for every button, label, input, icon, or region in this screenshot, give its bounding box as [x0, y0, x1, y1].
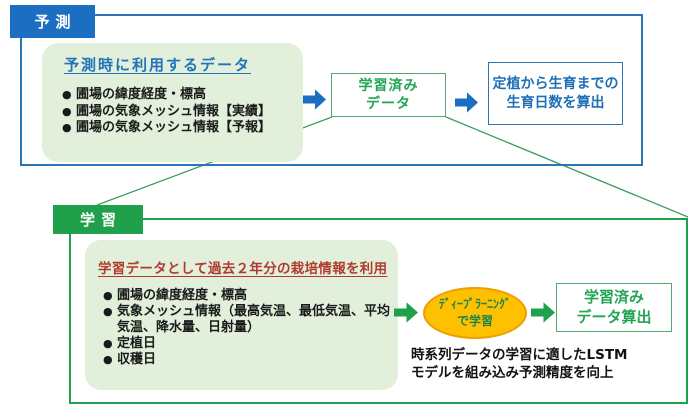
list-item: 気象メッシュ情報（最高気温、最低気温、平均気温、降水量、日射量） [103, 304, 395, 336]
learning-section-frame [69, 218, 688, 404]
trained-data-node: 学習済み データ [331, 73, 446, 117]
growth-days-output-node: 定植から生育までの 生育日数を算出 [488, 62, 623, 125]
growth-days-output-line2: 生育日数を算出 [506, 94, 605, 111]
list-item: 圃場の気象メッシュ情報【実績】 [62, 104, 312, 121]
deep-learning-ellipse-text: ﾃﾞｨｰﾌﾟﾗｰﾆﾝｸﾞで学習 [438, 297, 511, 328]
growth-days-output-line1: 定植から生育までの [492, 76, 619, 93]
learning-data-list: 圃場の緯度経度・標高 気象メッシュ情報（最高気温、最低気温、平均気温、降水量、日… [103, 288, 395, 368]
trained-data-output-line2: データ算出 [576, 307, 652, 326]
learning-data-box-title: 学習データとして過去２年分の栽培情報を利用 [98, 261, 388, 277]
trained-data-output-line1: 学習済み [583, 287, 644, 306]
learning-section-label: 学習 [53, 205, 143, 234]
prediction-section-label-text: 予測 [34, 13, 77, 31]
prediction-section-label: 予測 [10, 5, 95, 38]
lstm-note-line1: 時系列データの学習に適したLSTM [411, 347, 628, 363]
learning-section-label-text: 学習 [79, 211, 122, 229]
list-item: 圃場の緯度経度・標高 [62, 87, 312, 104]
list-item: 収穫日 [103, 352, 395, 368]
prediction-section-frame [20, 14, 643, 166]
list-item: 圃場の気象メッシュ情報【予報】 [62, 120, 312, 137]
prediction-data-list: 圃場の緯度経度・標高 圃場の気象メッシュ情報【実績】 圃場の気象メッシュ情報【予… [62, 87, 312, 137]
prediction-data-box-title: 予測時に利用するデータ [64, 56, 252, 74]
trained-data-node-line2: データ [366, 96, 411, 112]
trained-data-node-line1: 学習済み [358, 77, 419, 94]
lstm-note: 時系列データの学習に適したLSTM モデルを組み込み予測精度を向上 [411, 346, 627, 382]
deep-learning-ellipse: ﾃﾞｨｰﾌﾟﾗｰﾆﾝｸﾞで学習 [423, 287, 527, 339]
lstm-note-line2: モデルを組み込み予測精度を向上 [411, 365, 614, 381]
list-item: 圃場の緯度経度・標高 [103, 288, 395, 304]
trained-data-output-node: 学習済み データ算出 [556, 283, 672, 332]
list-item: 定植日 [103, 336, 395, 352]
